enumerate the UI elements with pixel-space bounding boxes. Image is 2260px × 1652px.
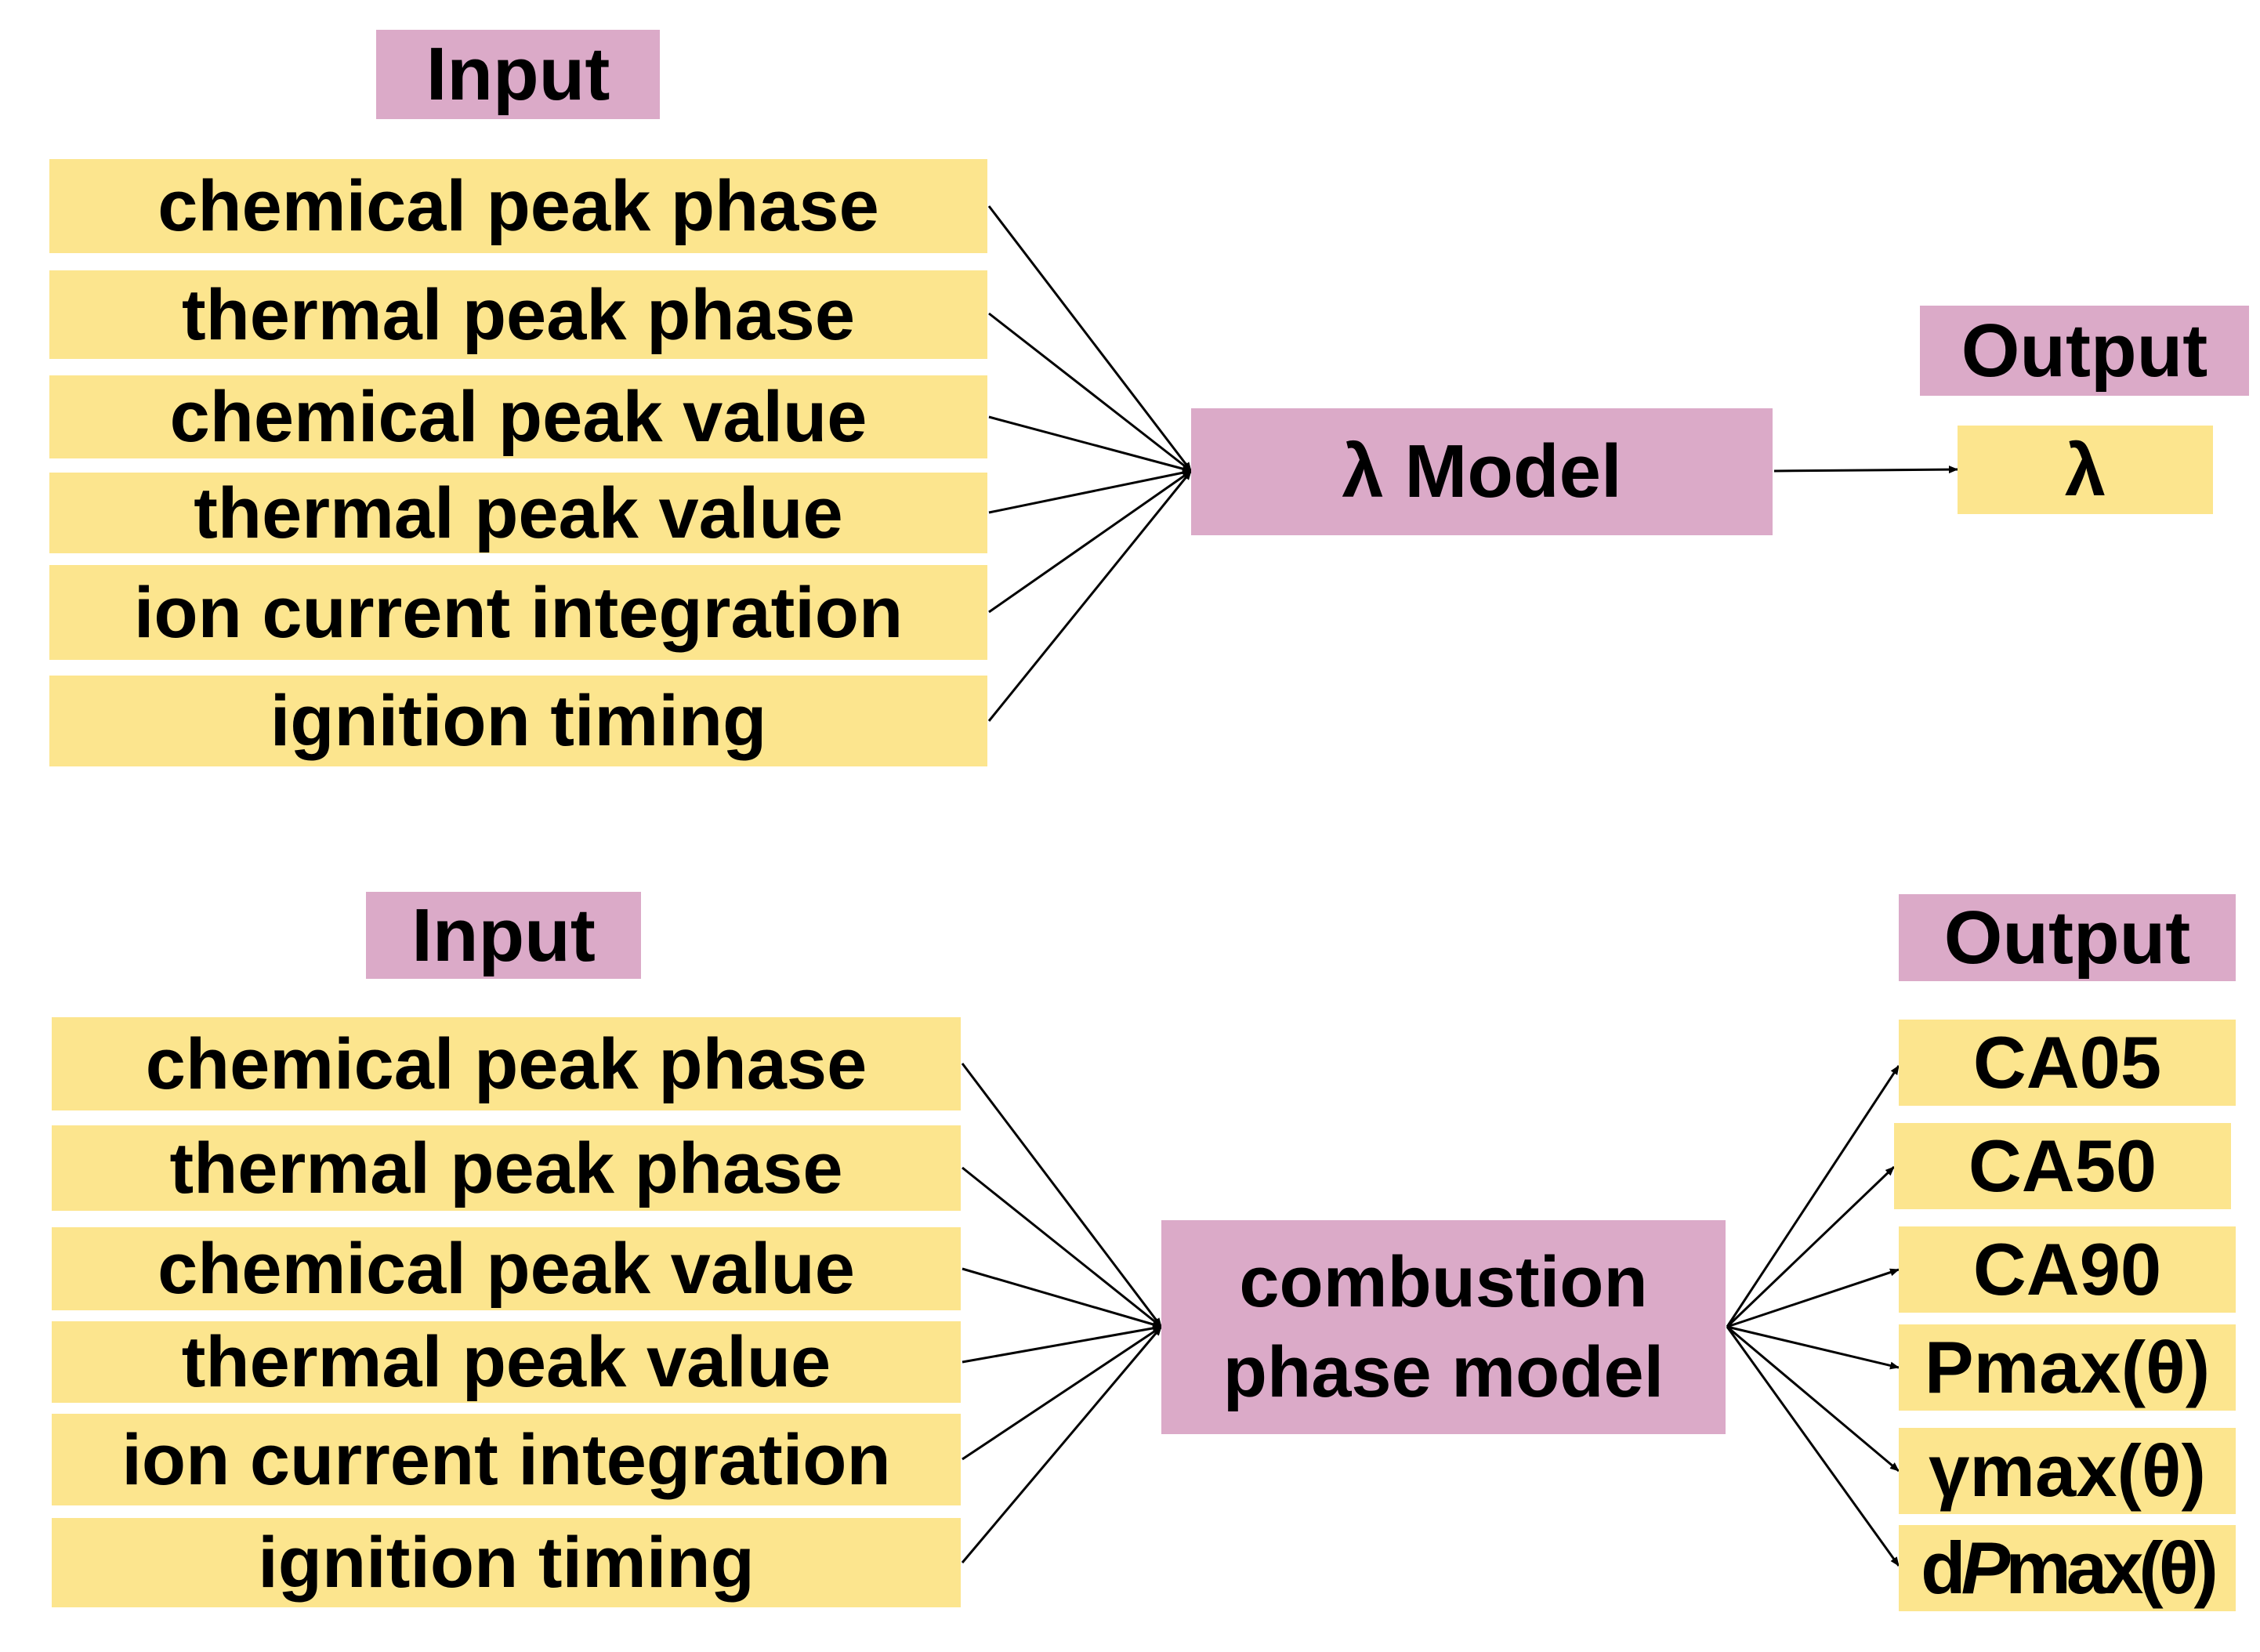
lambda-model-box: λ Model [1191,408,1773,535]
bottom-input-thermal-peak-value: thermal peak value [52,1321,961,1403]
bottom-input-chemical-peak-value: chemical peak value [52,1227,961,1310]
bottom-output-ca90: CA90 [1899,1226,2236,1313]
top-input-thermal-peak-value: thermal peak value [49,473,987,553]
dpmax-suffix: max(θ) [2005,1527,2218,1609]
arrow-bottom-input-1 [962,1166,1162,1328]
bottom-output-ca05: CA05 [1899,1020,2236,1106]
top-input-ignition-timing: ignition timing [49,676,987,766]
arrow-top-input-2 [988,415,1192,473]
arrow-bottom-input-2 [962,1267,1162,1328]
bottom-input-ion-current-integration: ion current integration [52,1414,961,1505]
arrow-bottom-output-5 [1726,1326,1900,1567]
arrow-bottom-input-0 [961,1063,1163,1328]
dpmax-italic-p: P [1961,1527,2011,1609]
arrow-top-input-5 [987,470,1193,722]
arrow-bottom-output-0 [1726,1065,1900,1328]
arrow-bottom-output-2 [1726,1268,1900,1328]
arrow-bottom-output-4 [1726,1325,1900,1473]
arrow-lambda-model-to-output [1773,466,1958,474]
combustion-phase-model-box: combustion phase model [1161,1220,1726,1434]
top-output-header: Output [1920,306,2249,396]
top-input-ion-current-integration: ion current integration [49,565,987,660]
bottom-output-gamma-max: γmax(θ) [1899,1428,2236,1514]
arrow-top-input-4 [988,469,1192,614]
arrow-bottom-input-4 [962,1325,1162,1461]
arrow-top-input-3 [988,469,1192,514]
top-input-chemical-peak-value: chemical peak value [49,375,987,458]
top-input-header: Input [376,30,660,119]
bottom-output-ca50: CA50 [1894,1123,2231,1209]
bottom-output-dpmax: dPmax(θ) [1899,1525,2236,1611]
bottom-output-pmax: Pmax(θ) [1899,1324,2236,1411]
arrow-top-input-0 [987,205,1193,472]
arrow-bottom-input-5 [961,1326,1163,1563]
bottom-input-thermal-peak-phase: thermal peak phase [52,1125,961,1211]
bottom-output-header: Output [1899,894,2236,981]
arrow-bottom-input-3 [962,1324,1162,1364]
bottom-input-chemical-peak-phase: chemical peak phase [52,1017,961,1110]
top-input-chemical-peak-phase: chemical peak phase [49,159,987,253]
top-input-thermal-peak-phase: thermal peak phase [49,270,987,359]
top-output-lambda: λ [1958,426,2213,514]
arrow-top-input-1 [988,312,1192,473]
dpmax-prefix: d [1921,1527,1965,1609]
bottom-input-header: Input [366,892,641,979]
bottom-input-ignition-timing: ignition timing [52,1518,961,1607]
arrow-bottom-output-3 [1726,1325,1900,1370]
arrow-bottom-output-1 [1726,1165,1896,1328]
